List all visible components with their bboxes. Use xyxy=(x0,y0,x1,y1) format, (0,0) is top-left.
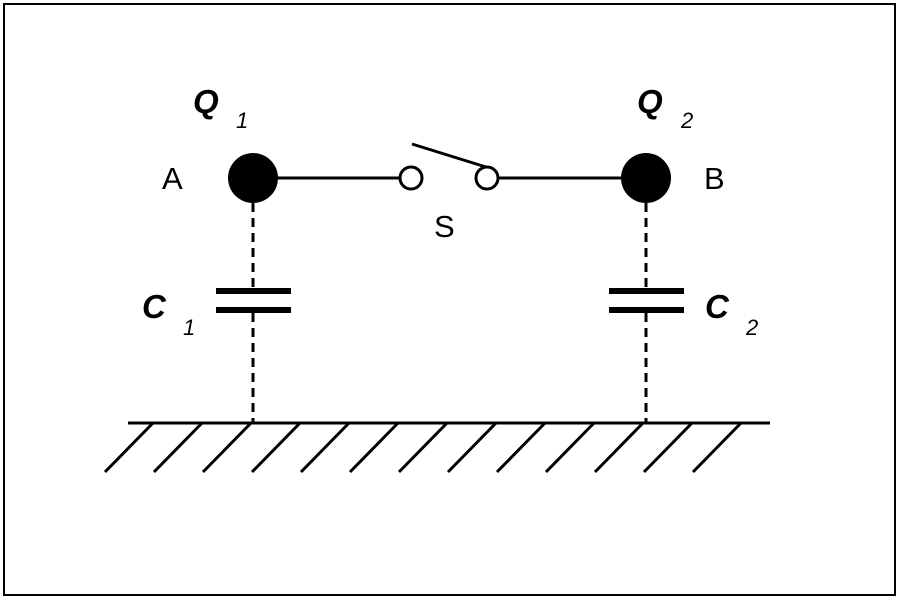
ground-symbol xyxy=(103,421,770,474)
ground-hatch-stroke xyxy=(299,421,351,474)
charge-q1-subscript: 1 xyxy=(236,108,248,133)
capacitor-c1-subscript: 1 xyxy=(183,315,195,340)
switch-right-terminal xyxy=(474,165,500,191)
ground-hatch-stroke xyxy=(446,421,498,474)
node-b-sphere xyxy=(621,153,671,203)
ground-hatch-stroke xyxy=(544,421,596,474)
ground-hatch-stroke xyxy=(642,421,694,474)
capacitor-c2-symbol: C xyxy=(705,288,730,325)
node-a-label: A xyxy=(162,161,183,196)
ground-hatch-stroke xyxy=(201,421,253,474)
ground-hatch-stroke xyxy=(103,421,155,474)
ground-hatch-stroke xyxy=(152,421,204,474)
ground-hatch-stroke xyxy=(348,421,400,474)
figure-frame xyxy=(3,3,896,596)
node-a-sphere xyxy=(228,153,278,203)
node-b-label: B xyxy=(704,161,725,196)
switch-s xyxy=(398,142,500,191)
switch-left-terminal xyxy=(398,165,424,191)
capacitor-c1-symbol: C xyxy=(142,288,167,325)
ground-hatch-stroke xyxy=(691,421,743,474)
capacitor-c2 xyxy=(609,288,684,313)
switch-blade xyxy=(411,142,487,169)
ground-hatch-stroke xyxy=(250,421,302,474)
ground-hatching xyxy=(103,421,743,474)
ground-hatch-stroke xyxy=(397,421,449,474)
capacitor-c2-subscript: 2 xyxy=(745,315,758,340)
charge-q2-symbol: Q xyxy=(637,83,663,120)
charge-q2-subscript: 2 xyxy=(680,108,693,133)
ground-hatch-stroke xyxy=(593,421,645,474)
capacitor-c1 xyxy=(216,288,291,313)
ground-hatch-stroke xyxy=(495,421,547,474)
charge-q1-symbol: Q xyxy=(193,83,219,120)
switch-label: S xyxy=(434,209,455,244)
